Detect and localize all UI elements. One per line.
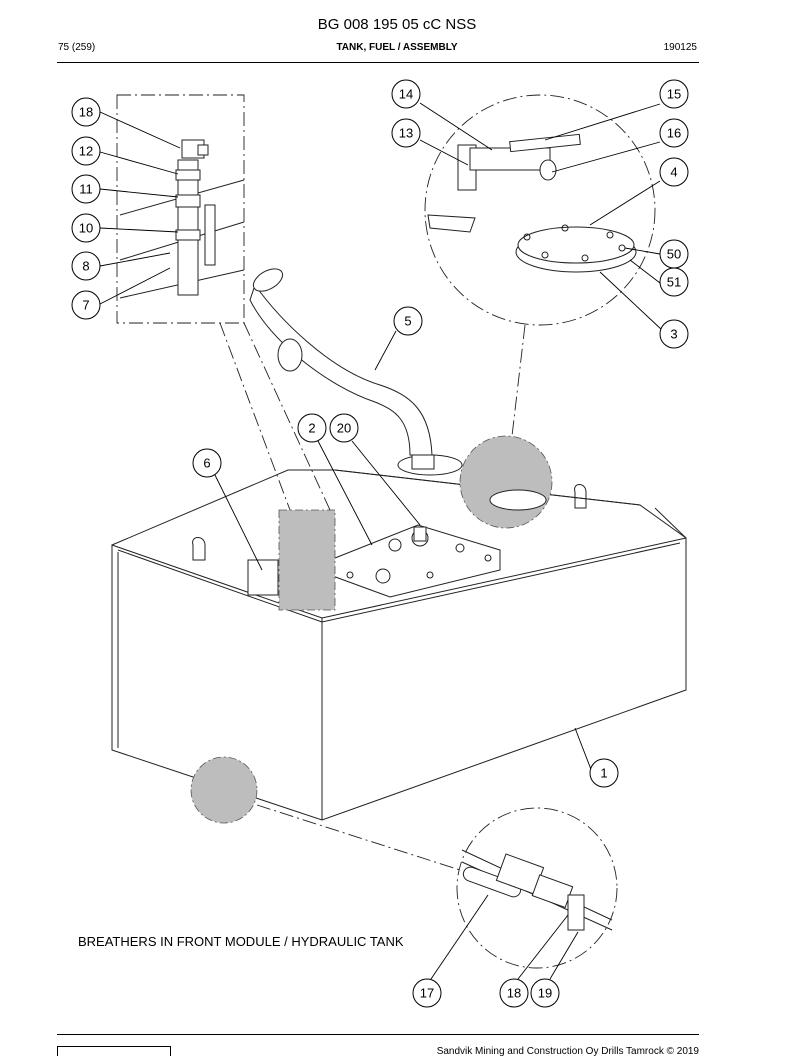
- callout-10: 10: [71, 213, 101, 243]
- callout-16: 16: [659, 118, 689, 148]
- connector-bottom: [256, 804, 461, 871]
- section-title: TANK, FUEL / ASSEMBLY: [336, 42, 458, 53]
- svg-text:16: 16: [667, 126, 681, 141]
- callout-18-bottom: 18: [499, 978, 529, 1008]
- detail-area-breather: [459, 435, 553, 529]
- revision-date: 190125: [663, 42, 697, 53]
- callout-11: 11: [71, 174, 101, 204]
- detail-box-top-left: [116, 94, 245, 324]
- callout-20: 20: [329, 413, 359, 443]
- svg-text:51: 51: [667, 275, 681, 290]
- bracket: [247, 559, 279, 596]
- footer-rule: [57, 1034, 699, 1035]
- breather-valve-bottom-right: [461, 849, 613, 931]
- callout-5: 5: [393, 306, 423, 336]
- header-rule: [57, 62, 699, 63]
- figure-caption: BREATHERS IN FRONT MODULE / HYDRAULIC TA…: [78, 934, 404, 949]
- svg-text:19: 19: [538, 986, 552, 1001]
- callout-1: 1: [589, 758, 619, 788]
- detail-area-valve: [278, 509, 336, 611]
- callout-13: 13: [391, 118, 421, 148]
- callout-6: 6: [192, 448, 222, 478]
- footer-copyright: Sandvik Mining and Construction Oy Drill…: [436, 1046, 699, 1057]
- svg-text:13: 13: [399, 126, 413, 141]
- detail-cover: [489, 489, 547, 511]
- document-title: BG 008 195 05 cC NSS: [317, 16, 477, 33]
- svg-text:17: 17: [420, 986, 434, 1001]
- callout-51: 51: [659, 267, 689, 297]
- sandvik-logo: [57, 1046, 171, 1056]
- callout-50: 50: [659, 239, 689, 269]
- callout-2: 2: [297, 413, 327, 443]
- callout-17: 17: [412, 978, 442, 1008]
- filler-pipe: [249, 268, 463, 476]
- callout-8: 8: [71, 251, 101, 281]
- svg-text:8: 8: [82, 259, 89, 274]
- callout-15: 15: [659, 79, 689, 109]
- svg-text:11: 11: [79, 182, 93, 197]
- callout-3: 3: [659, 319, 689, 349]
- svg-text:20: 20: [337, 421, 351, 436]
- callout-12: 12: [71, 136, 101, 166]
- svg-text:10: 10: [79, 221, 93, 236]
- svg-text:7: 7: [82, 298, 89, 313]
- callout-18-top: 18: [71, 97, 101, 127]
- valve-and-cover-top-right: [427, 133, 637, 273]
- connector-top-left-2: [243, 322, 331, 511]
- callout-4: 4: [659, 157, 689, 187]
- svg-text:18: 18: [507, 986, 521, 1001]
- detail-circle-top-right: [424, 94, 656, 326]
- callout-7: 7: [71, 290, 101, 320]
- breather-assembly-top-left: [119, 139, 245, 299]
- lifting-lug-right: [574, 484, 587, 509]
- detail-circle-bottom-right: [456, 807, 618, 969]
- svg-text:1: 1: [600, 766, 607, 781]
- svg-text:18: 18: [79, 105, 93, 120]
- svg-text:5: 5: [404, 314, 411, 329]
- svg-text:3: 3: [670, 327, 677, 342]
- svg-text:12: 12: [79, 144, 93, 159]
- callout-19: 19: [530, 978, 560, 1008]
- svg-text:15: 15: [667, 87, 681, 102]
- svg-text:6: 6: [203, 456, 210, 471]
- connector-top-right: [511, 324, 526, 437]
- lifting-lug-left: [192, 537, 206, 561]
- svg-text:4: 4: [670, 165, 677, 180]
- svg-text:14: 14: [399, 87, 413, 102]
- tank-body: [111, 469, 687, 821]
- detail-area-drain: [190, 756, 258, 824]
- leader-lines: [99, 102, 663, 980]
- connector-top-left: [219, 322, 291, 511]
- svg-text:2: 2: [308, 421, 315, 436]
- callout-14: 14: [391, 79, 421, 109]
- svg-text:50: 50: [667, 247, 681, 262]
- page-number: 75 (259): [58, 42, 96, 53]
